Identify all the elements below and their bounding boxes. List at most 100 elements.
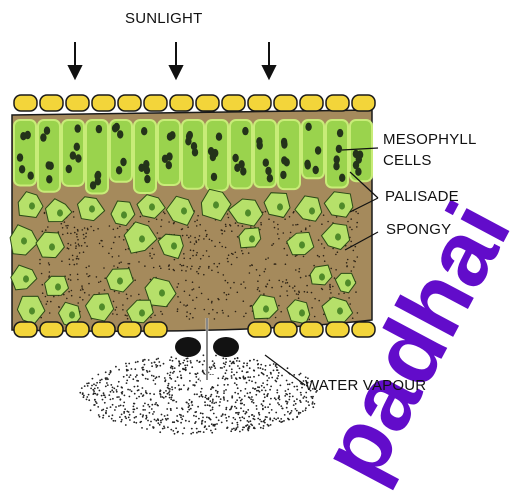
spongy-label: SPONGY — [386, 221, 451, 238]
vapour-speck — [125, 417, 127, 419]
vapour-speck — [277, 402, 279, 404]
speck — [219, 242, 221, 244]
vapour-speck — [233, 428, 235, 430]
vapour-speck — [153, 411, 155, 413]
vapour-speck — [183, 427, 185, 429]
vapour-speck — [167, 414, 169, 416]
vapour-speck — [277, 375, 279, 377]
speck — [282, 281, 284, 283]
speck — [327, 221, 329, 223]
vapour-speck — [131, 368, 133, 370]
palisade-label: PALISADE — [385, 188, 459, 205]
speck — [196, 271, 198, 273]
vapour-speck — [225, 417, 227, 419]
speck — [309, 319, 311, 321]
speck — [194, 308, 196, 310]
vapour-speck — [124, 408, 126, 410]
speck — [300, 277, 302, 279]
speck — [257, 289, 259, 291]
speck — [148, 221, 150, 223]
speck — [226, 299, 228, 301]
speck — [273, 243, 275, 245]
vapour-speck — [305, 397, 307, 399]
speck — [84, 292, 86, 294]
speck — [206, 250, 208, 252]
vapour-speck — [196, 428, 198, 430]
vapour-speck — [134, 417, 136, 419]
vapour-speck — [113, 391, 115, 393]
vapour-speck — [88, 399, 90, 401]
vapour-speck — [267, 393, 269, 395]
epidermis-cell — [144, 322, 167, 337]
vapour-speck — [158, 376, 160, 378]
cell-nucleus — [55, 283, 61, 290]
vapour-speck — [113, 388, 115, 390]
speck — [231, 253, 233, 255]
speck — [349, 303, 351, 305]
speck — [356, 222, 358, 224]
vapour-speck — [231, 397, 233, 399]
vapour-speck — [170, 398, 172, 400]
vapour-speck — [134, 368, 136, 370]
vapour-speck — [190, 360, 192, 362]
cell-nucleus — [139, 309, 145, 316]
vapour-speck — [286, 380, 288, 382]
speck — [198, 239, 200, 241]
vapour-speck — [225, 361, 227, 363]
speck — [127, 298, 129, 300]
vapour-speck — [175, 358, 177, 360]
vapour-speck — [136, 380, 138, 382]
vapour-speck — [253, 370, 255, 372]
speck — [332, 248, 334, 250]
speck — [74, 264, 76, 266]
vapour-speck — [121, 414, 123, 416]
vapour-speck — [166, 419, 168, 421]
vapour-speck — [239, 368, 241, 370]
vapour-speck — [153, 427, 155, 429]
speck — [332, 286, 334, 288]
vapour-speck — [180, 416, 182, 418]
vapour-speck — [83, 395, 85, 397]
vapour-speck — [119, 399, 121, 401]
speck — [225, 226, 227, 228]
vapour-speck — [157, 419, 159, 421]
chloroplast — [70, 151, 76, 159]
water-vapour-cloud — [79, 354, 318, 434]
vapour-speck — [120, 421, 122, 423]
speck — [49, 271, 51, 273]
vapour-speck — [123, 411, 125, 413]
speck — [190, 249, 192, 251]
vapour-speck — [286, 407, 288, 409]
vapour-speck — [142, 369, 144, 371]
vapour-speck — [236, 384, 238, 386]
vapour-speck — [240, 407, 242, 409]
vapour-speck — [287, 384, 289, 386]
vapour-speck — [226, 427, 228, 429]
vapour-speck — [270, 398, 272, 400]
vapour-speck — [151, 404, 153, 406]
speck — [292, 287, 294, 289]
speck — [62, 227, 64, 229]
vapour-speck — [234, 382, 236, 384]
vapour-speck — [147, 378, 149, 380]
vapour-speck — [143, 405, 145, 407]
chloroplast — [305, 161, 311, 169]
vapour-speck — [300, 412, 302, 414]
vapour-speck — [95, 401, 97, 403]
speck — [298, 291, 300, 293]
vapour-speck — [257, 367, 259, 369]
vapour-speck — [287, 411, 289, 413]
vapour-speck — [213, 424, 215, 426]
vapour-speck — [223, 392, 225, 394]
speck — [88, 276, 90, 278]
vapour-speck — [110, 399, 112, 401]
vapour-speck — [156, 358, 158, 360]
speck — [205, 230, 207, 232]
speck — [85, 232, 87, 234]
speck — [321, 243, 323, 245]
vapour-speck — [210, 430, 212, 432]
vapour-speck — [163, 363, 165, 365]
vapour-speck — [134, 403, 136, 405]
vapour-speck — [123, 405, 125, 407]
vapour-speck — [190, 408, 192, 410]
